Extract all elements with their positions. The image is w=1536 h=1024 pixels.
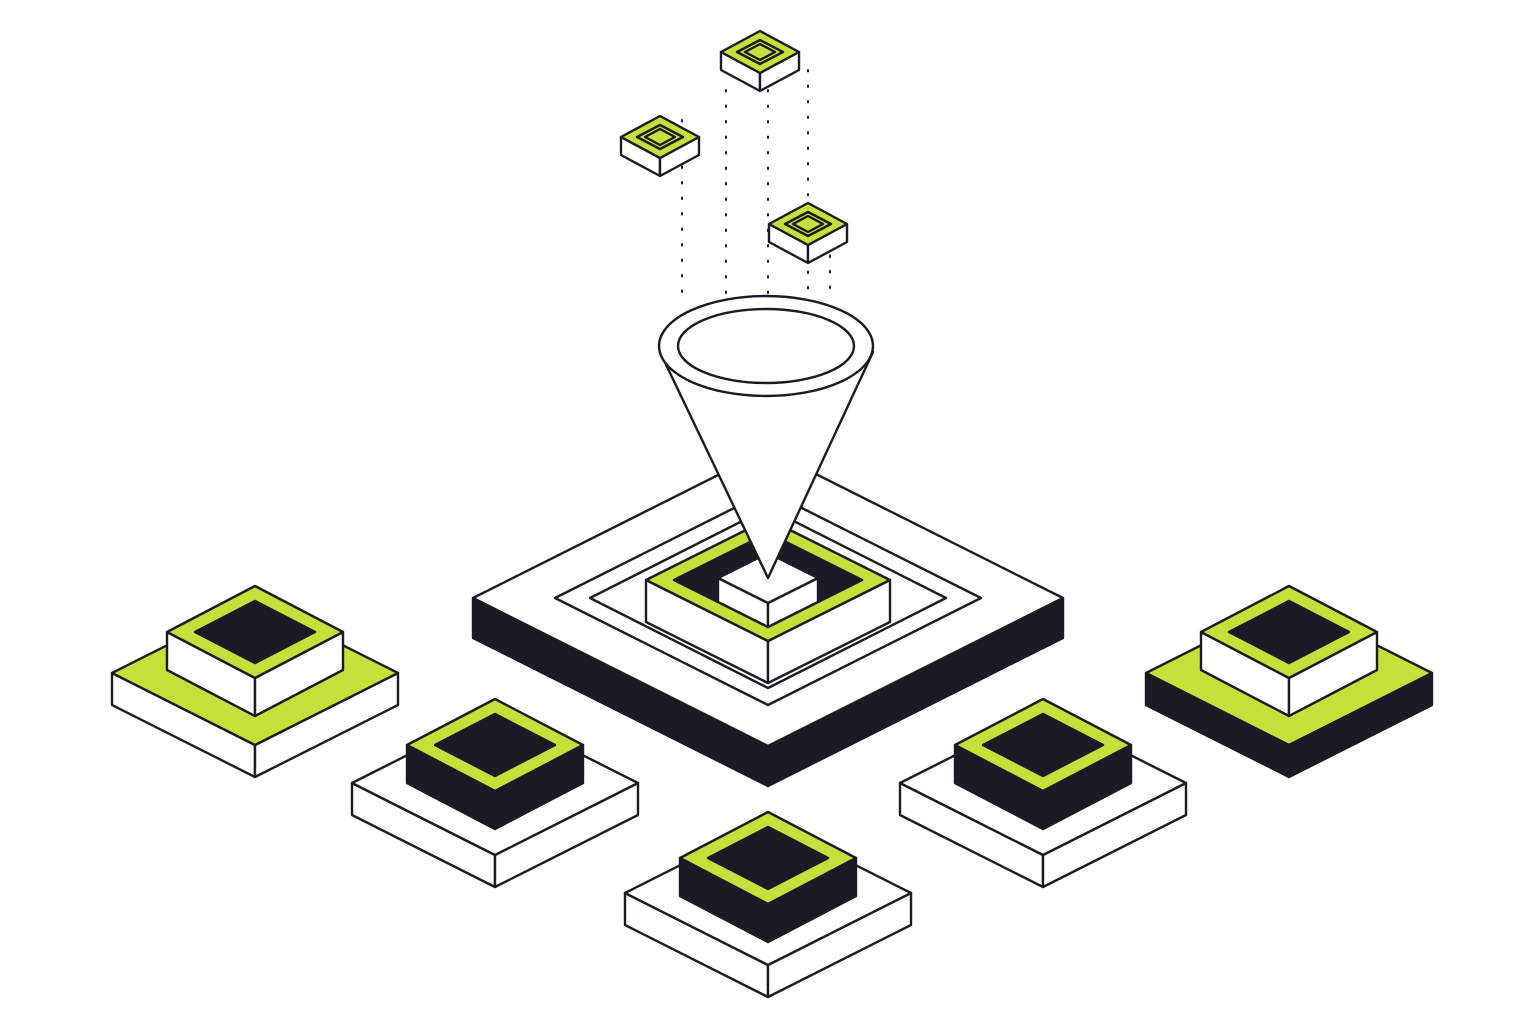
pedestal-block [405,697,585,831]
pedestal-block [165,584,345,718]
pedestal-block [953,697,1133,831]
pedestal-right [1144,584,1434,779]
floating-chips [619,29,849,265]
pedestal-core [433,712,557,778]
central-platform [471,448,1065,788]
center-socket [644,517,892,685]
pedestal-bottom-right [898,697,1188,889]
pedestal-bottom-left [350,697,640,889]
pedestal-core [1227,599,1351,665]
platform-ring-outer [553,489,983,707]
chip-core [643,127,677,147]
cone-inner-rim [676,307,856,385]
pedestal-core [981,712,1105,778]
cone-rim [657,294,875,398]
floating-chip [719,29,801,93]
funnel-cone-icon [657,294,875,580]
pedestal-left [110,584,400,779]
pedestal-block [1199,584,1379,718]
pedestal-bottom [623,810,913,999]
pedestal-core [193,599,317,665]
pedestal-core [706,825,830,891]
pedestals [110,584,1434,999]
pedestal-block [678,810,858,944]
platform-ring-inner [588,506,948,690]
floating-chip [619,114,701,178]
chip-core [743,42,777,62]
chip-core [791,214,825,234]
floating-chip [767,201,849,265]
